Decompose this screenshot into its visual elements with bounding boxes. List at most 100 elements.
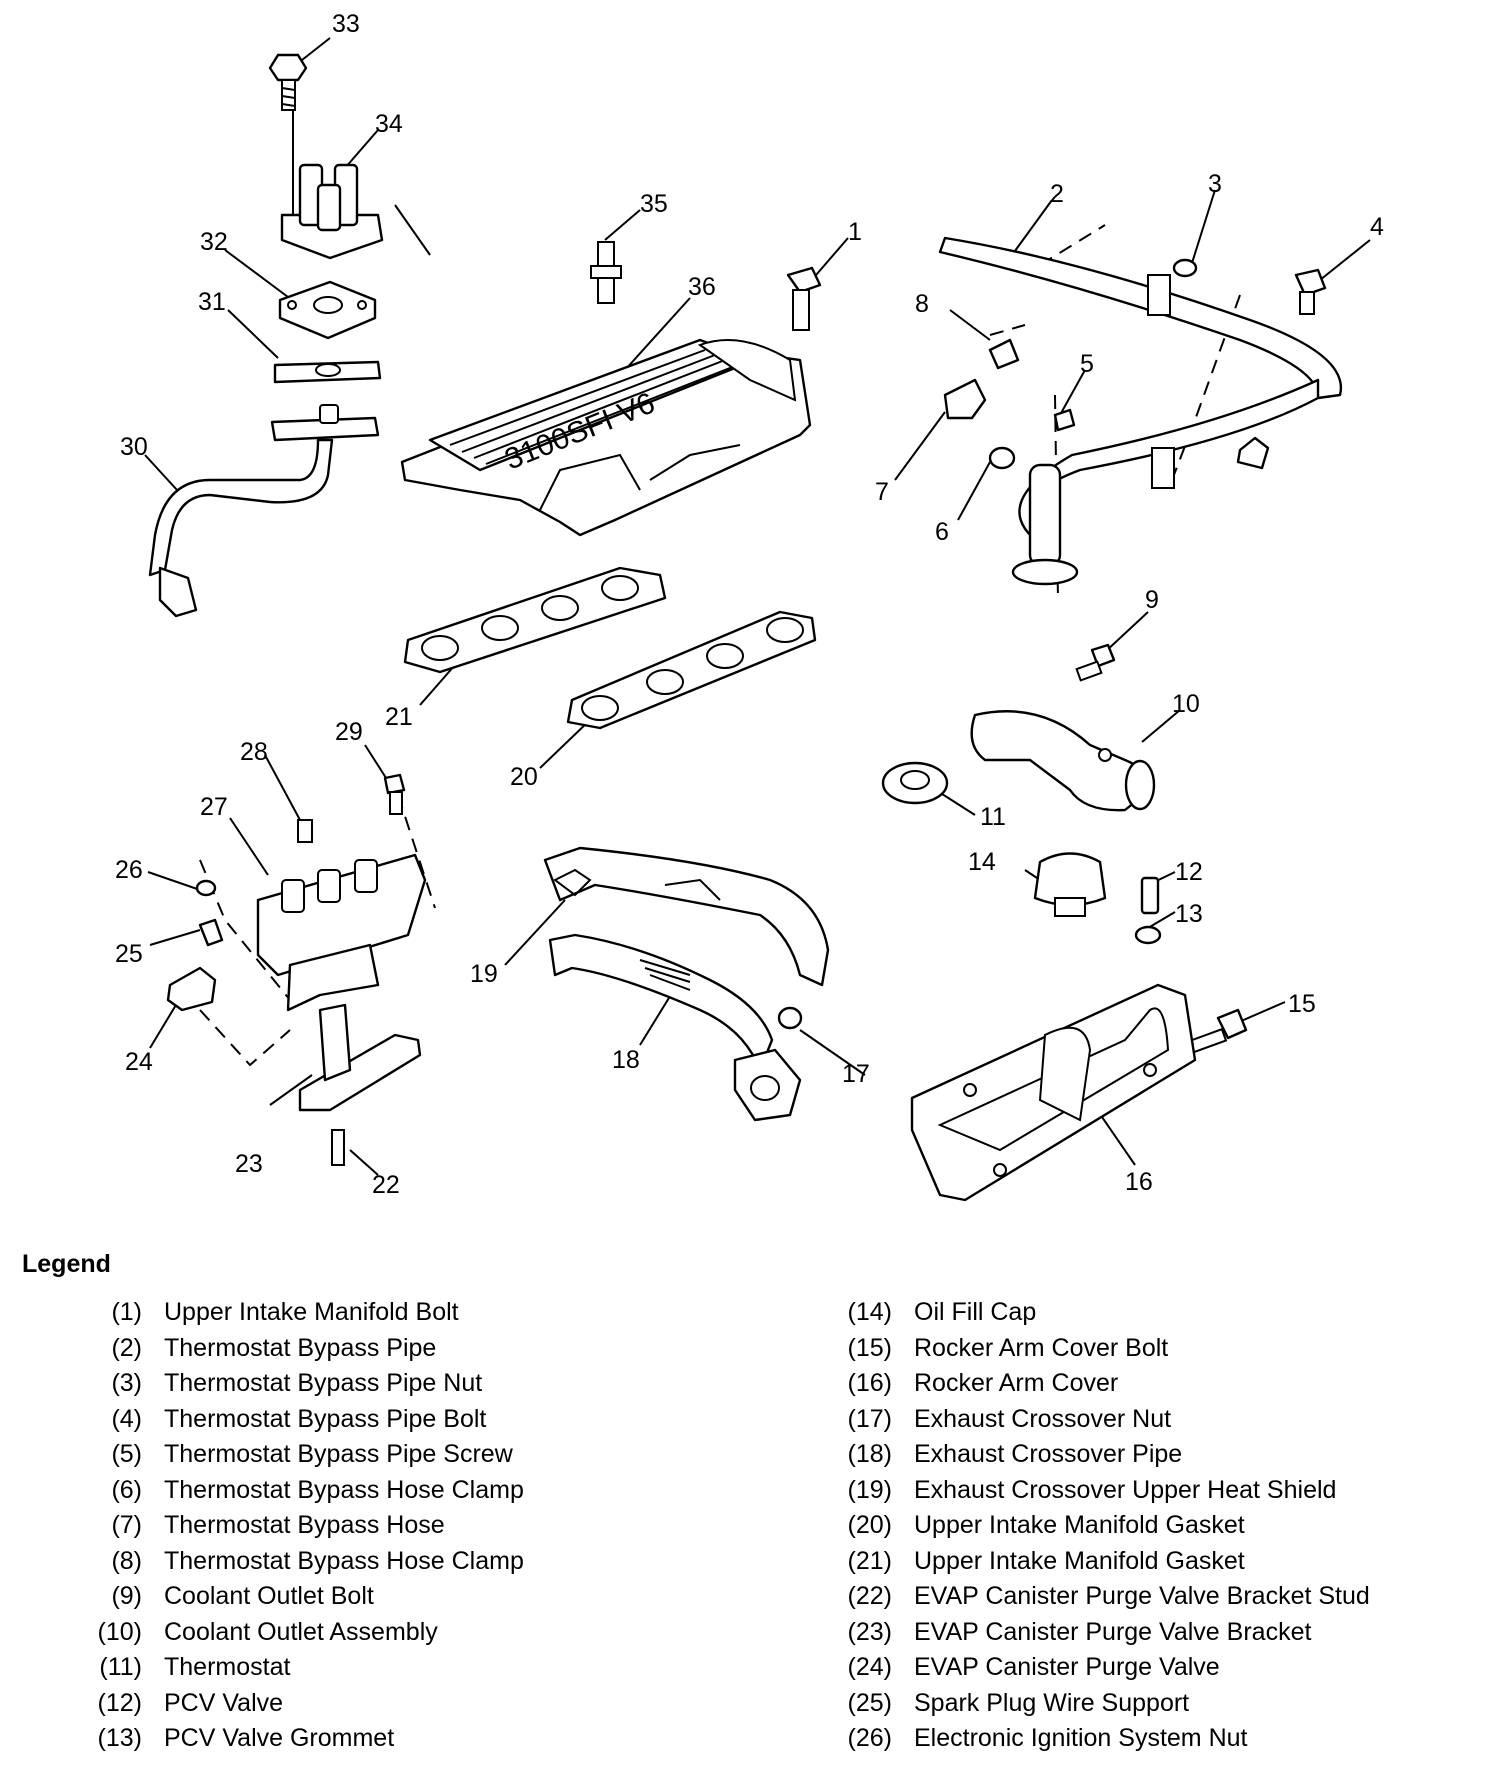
callout-7: 7 [875,478,889,506]
part-1-bolt [786,266,822,331]
legend-item: (3)Thermostat Bypass Pipe Nut [60,1366,524,1402]
part-31-gasket [273,360,382,384]
callout-29: 29 [335,718,363,746]
legend-item: (13)PCV Valve Grommet [60,1721,524,1757]
legend-item: (6) Thermostat Bypass Hose Clamp [60,1473,524,1509]
legend-label: PCV Valve [164,1688,284,1717]
legend-item: (17) Exhaust Crossover Nut [810,1402,1370,1438]
legend-label: Upper Intake Manifold Gasket [914,1511,1245,1539]
callout-16: 16 [1125,1168,1153,1196]
part-13-pcv-grommet [1134,925,1162,945]
part-2-bypass-pipe [938,236,1343,547]
legend-label: Coolant Outlet Bolt [164,1582,374,1610]
callout-23: 23 [235,1150,263,1178]
legend-item: (20) Upper Intake Manifold Gasket [810,1508,1370,1544]
part-16-rocker-arm-cover [910,983,1197,1202]
callout-10: 10 [1172,690,1200,718]
callout-34: 34 [375,110,403,138]
legend-number: (2) [111,1333,142,1362]
part-4-bolt [1236,268,1327,470]
legend-label: Thermostat Bypass Hose Clamp [164,1546,524,1575]
part-20-gasket [566,610,817,730]
legend-number: (11) [99,1653,142,1681]
part-23-bracket [298,1003,422,1112]
callout-31: 31 [198,288,226,316]
part-7-hose [943,378,987,420]
legend-label: Upper Intake Manifold Gasket [914,1546,1245,1575]
part-6-clamp [988,446,1016,470]
part-25-wire-support [198,918,224,947]
legend-item: (2)Thermostat Bypass Pipe [60,1331,524,1367]
legend-label: Thermostat [164,1653,291,1681]
legend-label: Exhaust Crossover Upper Heat Shield [914,1475,1337,1504]
legend-number: (25) [847,1688,892,1717]
legend-item: (24) EVAP Canister Purge Valve [810,1650,1370,1686]
callout-21: 21 [385,703,413,731]
legend-item: (15)Rocker Arm Cover Bolt [810,1331,1370,1367]
legend-number: (10) [97,1617,142,1646]
part-26-nut [195,879,217,897]
callout-12: 12 [1175,858,1203,886]
part-27-ignition-module [256,853,427,1012]
callout-13: 13 [1175,900,1203,928]
legend-title: Legend [22,1250,111,1278]
legend-item: (25) Spark Plug Wire Support [810,1686,1370,1722]
callout-3: 3 [1208,170,1222,198]
legend-number: (24) [847,1653,892,1681]
callout-26: 26 [115,856,143,884]
legend-label: Thermostat Bypass Pipe Screw [164,1440,513,1468]
part-29-bolt [383,773,406,815]
legend-number: (23) [847,1617,892,1646]
part-5-screw [1053,408,1076,432]
part-32-flange [278,280,377,340]
part-12-pcv-valve [1140,876,1160,915]
legend-label: Exhaust Crossover Nut [914,1404,1172,1433]
legend-number: (8) [111,1546,142,1575]
legend-number: (6) [111,1475,142,1504]
legend-item: (26)Electronic Ignition System Nut [810,1721,1370,1757]
part-34-solenoid [280,110,384,260]
legend-number: (17) [847,1404,892,1433]
callout-numbers: 33 34 32 31 30 35 36 1 2 3 4 8 5 7 6 9 1… [115,10,1384,1199]
legend-item: (4)Thermostat Bypass Pipe Bolt [60,1402,524,1438]
callout-36: 36 [688,273,716,301]
part-18-exhaust-pipe [548,933,802,1122]
legend-label: Exhaust Crossover Pipe [914,1440,1183,1468]
thermostat-bypass-tube [1011,463,1079,586]
legend-label: EVAP Canister Purge Valve [914,1653,1220,1681]
part-14-oil-fill-cap [1033,852,1107,917]
part-8-clamp [988,338,1020,370]
legend-label: Thermostat Bypass Hose Clamp [164,1475,524,1504]
part-11-thermostat [881,761,949,805]
legend-number: (12) [97,1688,142,1717]
callout-14: 14 [968,848,996,876]
legend-column-left: (1)Upper Intake Manifold Bolt (2)Thermos… [60,1295,524,1757]
part-19-heat-shield [543,846,830,987]
legend-item: (12) PCV Valve [60,1686,524,1722]
callout-22: 22 [372,1171,400,1199]
legend-label: Upper Intake Manifold Bolt [164,1298,459,1326]
legend-item: (21)Upper Intake Manifold Gasket [810,1544,1370,1580]
callout-25: 25 [115,940,143,968]
legend-number: (1) [111,1298,142,1326]
callout-15: 15 [1288,990,1316,1018]
callout-2: 2 [1050,180,1064,208]
legend-item: (9) Coolant Outlet Bolt [60,1579,524,1615]
legend-label: EVAP Canister Purge Valve Bracket Stud [914,1582,1370,1610]
legend-number: (7) [111,1511,142,1539]
legend-item: (11) Thermostat [60,1650,524,1686]
legend-label: Thermostat Bypass Pipe Bolt [164,1404,487,1433]
callout-27: 27 [200,793,228,821]
legend-item: (23)EVAP Canister Purge Valve Bracket [810,1615,1370,1651]
legend-item: (10)Coolant Outlet Assembly [60,1615,524,1651]
part-33-bolt [268,53,308,111]
legend-number: (9) [111,1582,142,1610]
part-15-bolt [1187,1008,1248,1054]
callout-6: 6 [935,518,949,546]
legend-column-right: (14)Oil Fill Cap (15)Rocker Arm Cover Bo… [810,1295,1370,1757]
legend-number: (20) [847,1511,892,1539]
part-28-stud [297,819,313,843]
callout-11: 11 [980,803,1006,831]
callout-8: 8 [915,290,929,318]
legend-label: Spark Plug Wire Support [914,1688,1190,1717]
